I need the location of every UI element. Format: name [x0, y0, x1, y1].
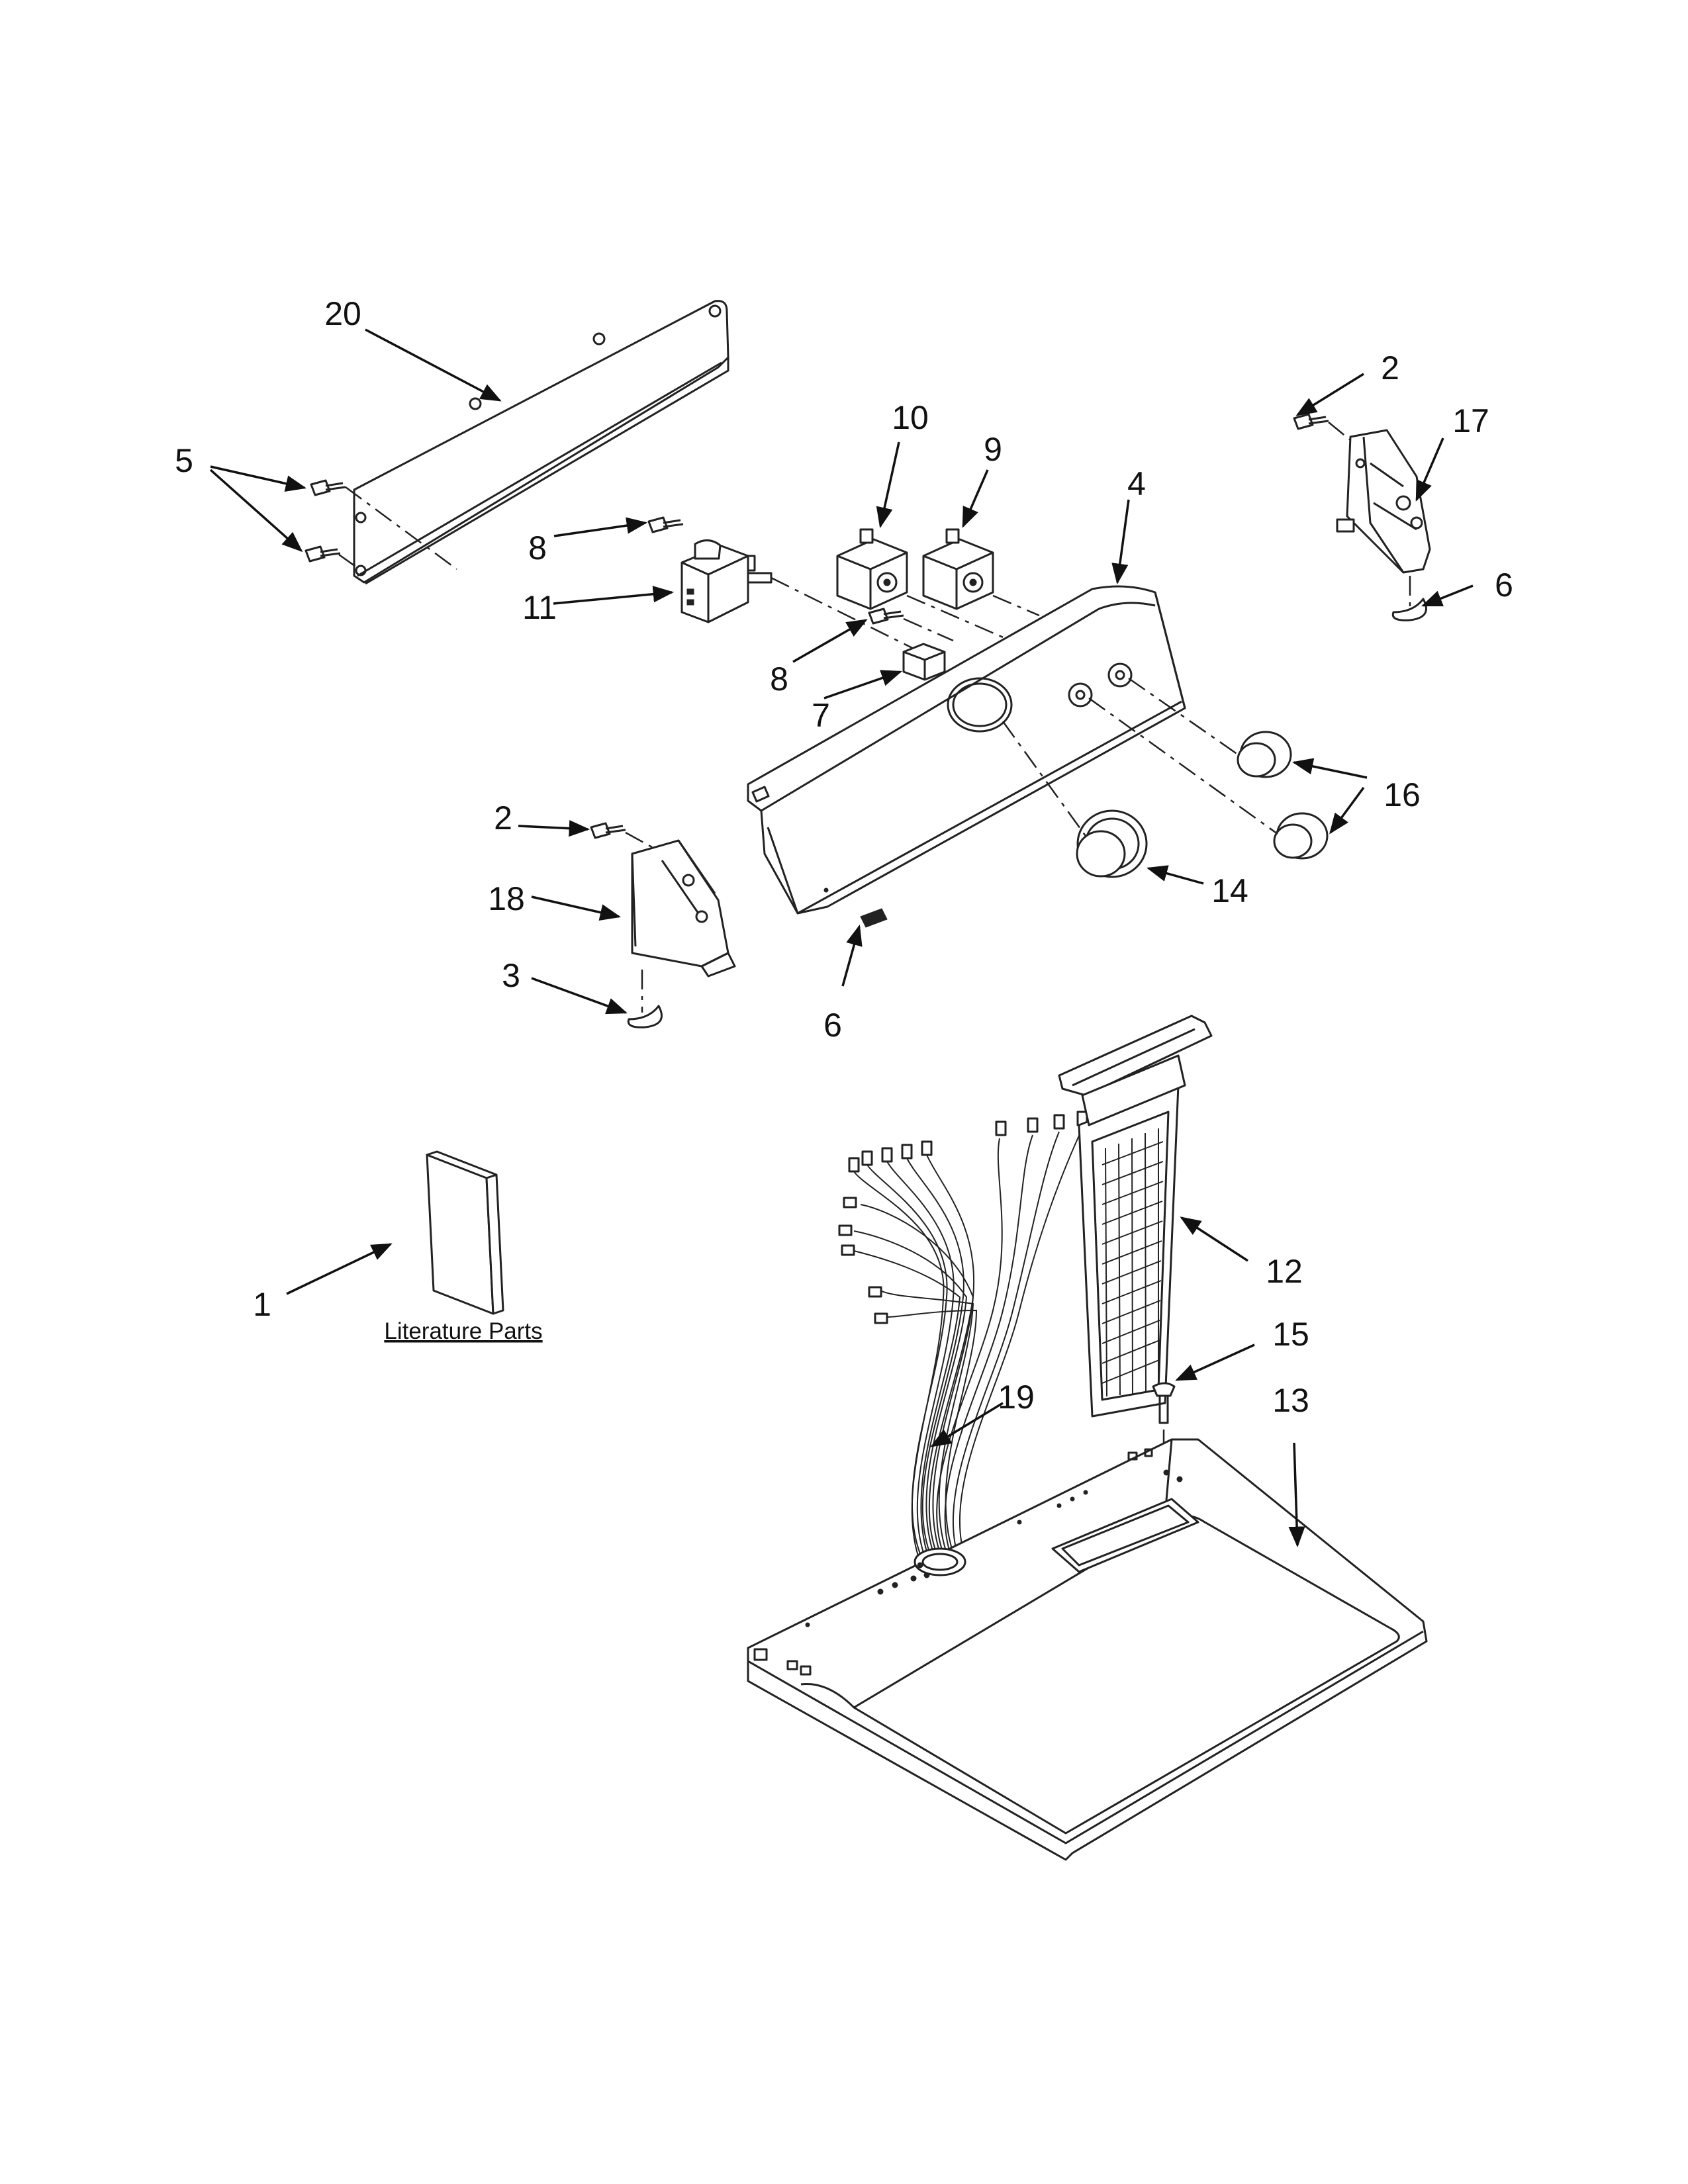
part-12-lint-screen: [1058, 1015, 1213, 1418]
part-18-end-cap: [631, 839, 736, 978]
callout-4: 4: [1127, 465, 1146, 502]
part-7-switch-clip: [902, 643, 946, 681]
callout-11: 11: [522, 589, 557, 626]
part-2-screw-right: [1293, 413, 1351, 441]
callout-9: 9: [984, 431, 1002, 468]
callout-1: 1: [253, 1286, 271, 1323]
callout-18: 18: [488, 880, 525, 917]
part-5-badge: [860, 908, 888, 928]
literature-parts-caption: Literature Parts: [384, 1318, 542, 1344]
part-2-screw-left: [590, 822, 653, 848]
part-14-knob: [1002, 721, 1148, 878]
callout-8: 8: [528, 529, 547, 567]
part-13-top-cover: [747, 1438, 1428, 1861]
part-17-end-cap: [1336, 429, 1431, 574]
callout-2: 2: [494, 799, 512, 837]
part-16-knobs: [1088, 677, 1329, 860]
part-9-switch: [906, 528, 1040, 640]
callout-3: 5: [175, 442, 193, 479]
part-3-screws: [305, 479, 457, 570]
part-4-control-panel: [747, 585, 1186, 915]
callout-20: 20: [324, 295, 361, 332]
part-1-literature-book: [426, 1150, 504, 1315]
part-19-wire-harness: [838, 1111, 1088, 1563]
part-8-screws: [647, 516, 954, 650]
callout-14: 14: [1211, 872, 1248, 909]
callout-13: 13: [1272, 1382, 1309, 1419]
callout-8: 8: [770, 660, 788, 698]
callout-6: 6: [1495, 567, 1513, 604]
callout-6: 3: [502, 957, 520, 994]
callout-2: 2: [1381, 349, 1399, 387]
part-6-clip-right: [1391, 576, 1427, 621]
callout-17: 17: [1452, 402, 1489, 439]
callout-16: 16: [1383, 776, 1421, 813]
part-11-timer: [680, 539, 773, 623]
callout-19: 19: [998, 1379, 1035, 1416]
callout-5: 6: [823, 1007, 842, 1044]
part-6-clip-left: [627, 970, 663, 1028]
callout-10: 10: [892, 399, 929, 436]
callout-15: 15: [1272, 1316, 1309, 1353]
callout-7: 7: [812, 697, 830, 734]
callout-labels: 20 5 4 10 9 8 11 8 7 2 17 6 16 14 6 2 18…: [175, 295, 1513, 1419]
callout-12: 12: [1266, 1253, 1303, 1290]
leader-arrows: [209, 328, 1474, 1548]
part-10-switch: [836, 528, 908, 610]
